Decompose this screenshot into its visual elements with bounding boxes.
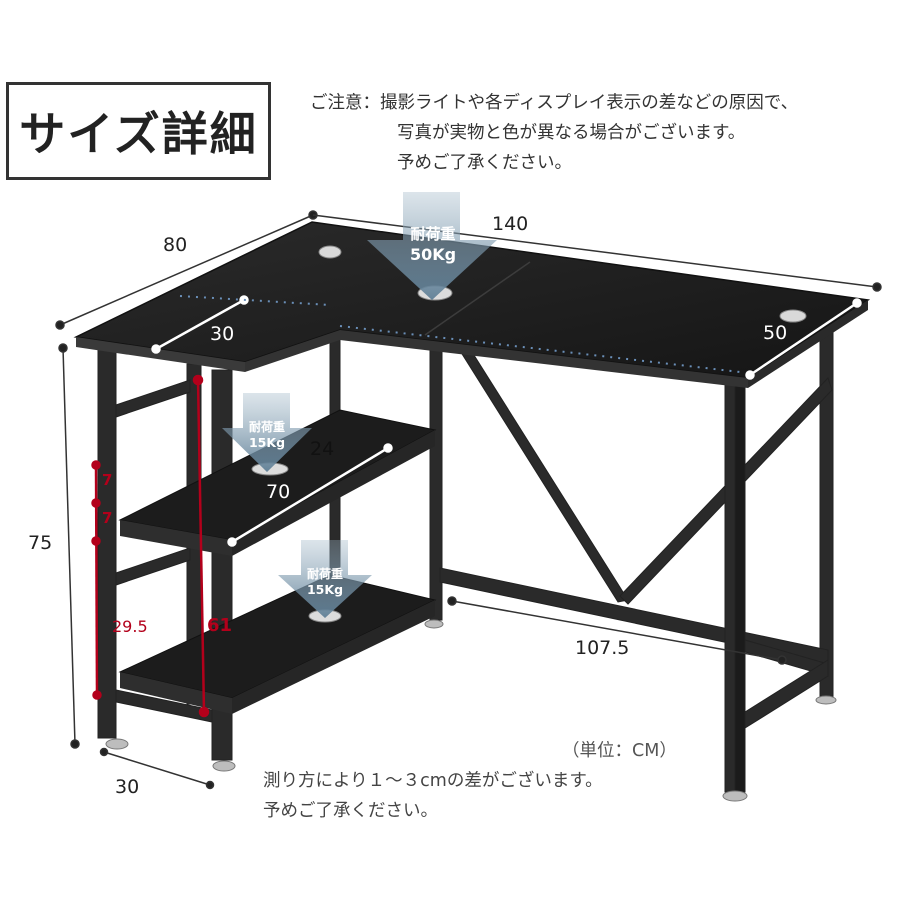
svg-text:50Kg: 50Kg [410,245,456,264]
svg-text:15Kg: 15Kg [249,435,285,450]
svg-text:15Kg: 15Kg [307,582,343,597]
footer-line-1: 測り方により１～３cmの差がございます。 [263,771,603,791]
cable-hole-right [779,309,807,323]
unit-label: （単位：CM） [562,741,677,761]
dim-top-depth: 80 [163,234,188,256]
color-notice: ご注意：撮影ライトや各ディスプレイ表示の差などの原因で、 写真が実物と色が異なる… [310,88,900,178]
notice-line-3: 予めご了承ください。 [397,153,572,173]
desk-top [73,221,871,623]
dim-shelf-depth: 24 [310,438,335,460]
dim-lower-height: 29.5 [112,617,148,636]
svg-text:耐荷重: 耐荷重 [410,225,455,243]
dim-height: 75 [28,532,53,554]
notice-prefix: ご注意： [310,93,380,113]
svg-text:耐荷重: 耐荷重 [249,419,285,434]
dim-return-width: 30 [210,323,235,345]
cable-hole-left [318,245,342,259]
load-arrow-lower-shelf: 耐荷重 15Kg [278,540,372,618]
svg-text:耐荷重: 耐荷重 [307,566,343,581]
page-title: サイズ詳細 [19,107,258,161]
notice-line1-text: 撮影ライトや各ディスプレイ表示の差などの原因で、 [380,93,799,113]
desk-feet [105,619,837,802]
shelves [118,409,437,714]
red-dimension-lines [91,374,210,718]
desk-frame [97,319,834,793]
dim-top-width: 140 [492,213,529,235]
load-arrow-upper-shelf: 耐荷重 15Kg [222,393,312,472]
edge-highlight [179,295,741,373]
dim-base-depth: 30 [115,776,140,798]
measurement-notice: 測り方により１～３cmの差がございます。 予めご了承ください。 [263,766,723,826]
dim-right-depth: 50 [763,322,788,344]
dim-shelf-height: 61 [207,615,233,636]
notice-line-1: ご注意：撮影ライトや各ディスプレイ表示の差などの原因で、 [310,88,900,118]
load-arrow-desk: 耐荷重 50Kg [367,192,497,300]
title-box: サイズ詳細 [6,82,271,180]
footer-line-2: 予めご了承ください。 [263,801,438,821]
dim-leg-span: 107.5 [575,637,630,659]
dim-gap-upper: 7 [102,471,113,489]
dim-shelf-width: 70 [266,481,291,503]
outer-dimension-lines [55,210,882,790]
notice-line-2: 写真が実物と色が異なる場合がございます。 [397,123,746,143]
inner-dimension-lines [151,295,862,547]
dim-gap-middle: 7 [102,509,113,527]
